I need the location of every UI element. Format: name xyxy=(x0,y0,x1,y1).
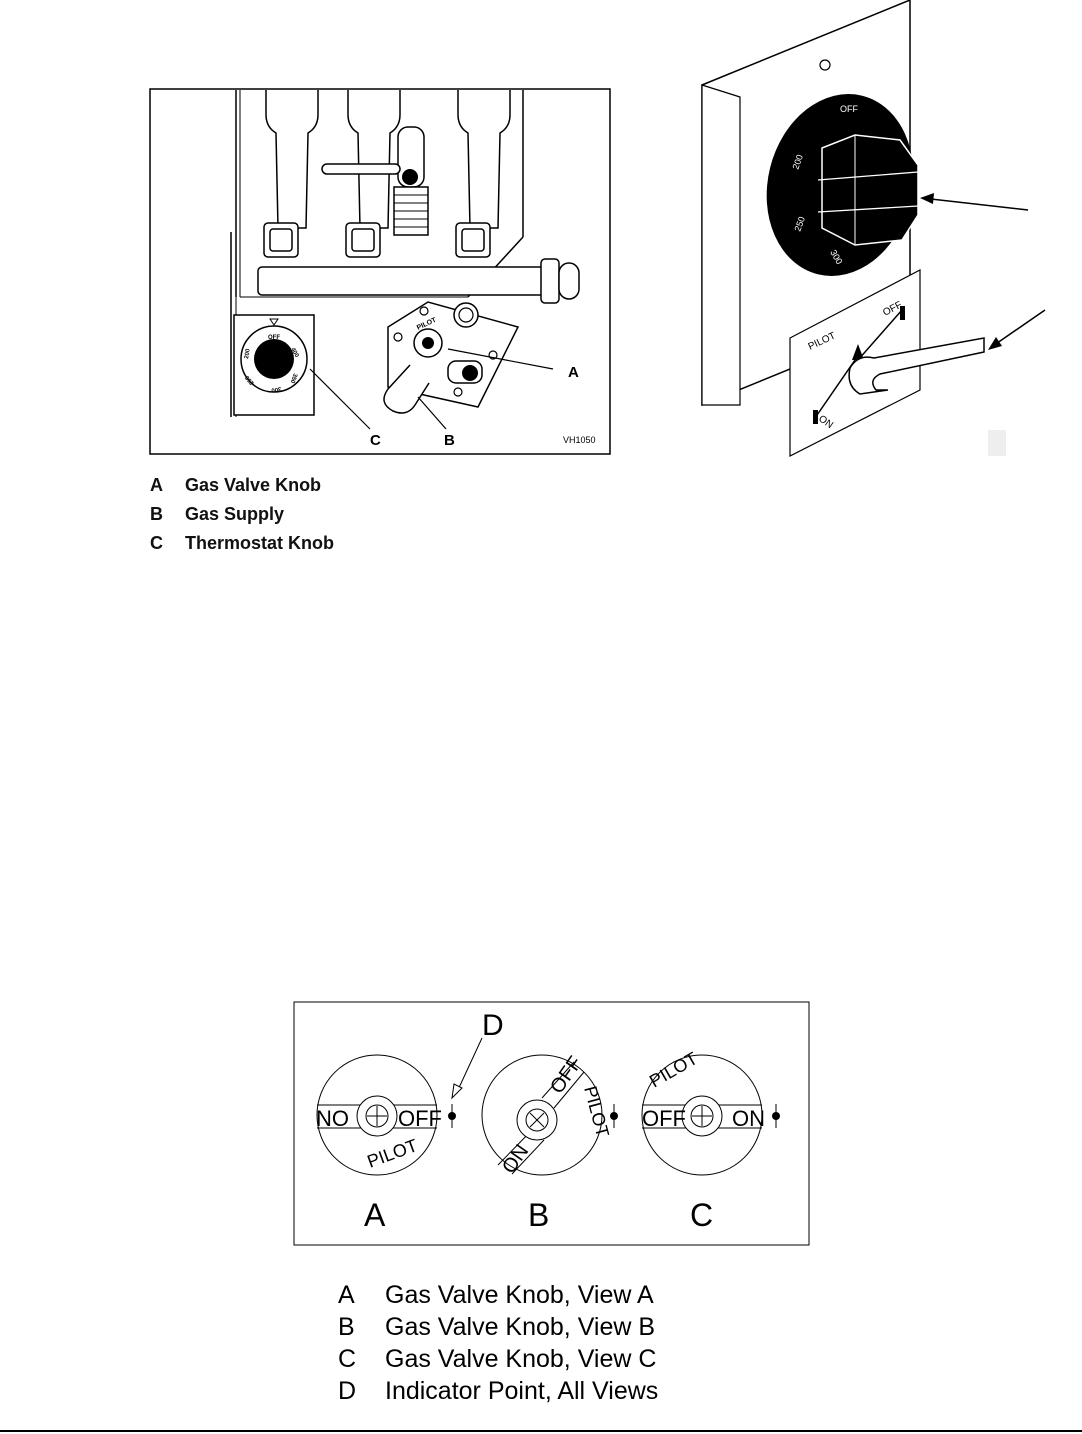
valve-knob-view-c: OFF ON PILOT C xyxy=(641,1048,780,1233)
dial2-off-label: OFF xyxy=(840,104,858,114)
figure-thermostat-panel: OFF 200 250 300 PILOT OFF ON xyxy=(701,0,1046,457)
page-bottom-rule xyxy=(0,1430,1082,1432)
legend1-key-b: B xyxy=(150,504,163,524)
legend1-key-a: A xyxy=(150,475,163,495)
legend2-text-b: Gas Valve Knob, View B xyxy=(385,1313,656,1341)
figure-burner-assembly: PILOT OFF 400 350 300 250 200 A C B VH10… xyxy=(149,88,611,455)
legend2-text-d: Indicator Point, All Views xyxy=(385,1377,659,1405)
dial2-250-label: 250 xyxy=(792,215,807,233)
view-c-off-label: OFF xyxy=(642,1106,686,1131)
view-a-letter: A xyxy=(364,1197,386,1233)
legend2-key-c: C xyxy=(338,1345,357,1373)
dial1-350-label: 350 xyxy=(288,372,297,384)
view-b-letter: B xyxy=(528,1197,549,1233)
dial1-250-label: 250 xyxy=(244,374,255,386)
dial2-200-label: 200 xyxy=(790,153,805,171)
legend2-text-c: Gas Valve Knob, View C xyxy=(385,1345,657,1373)
legend2-key-d: D xyxy=(338,1377,357,1405)
legend1-text-b: Gas Supply xyxy=(185,504,285,524)
legend1-text-c: Thermostat Knob xyxy=(185,533,335,553)
indicator-label-d: D xyxy=(482,1009,504,1042)
legend1-text-a: Gas Valve Knob xyxy=(185,475,322,495)
view-a-off-label: OFF xyxy=(398,1106,442,1131)
legend1-key-c: C xyxy=(150,533,163,553)
figure-code: VH1050 xyxy=(563,435,596,445)
view-a-left-label: NO xyxy=(316,1106,349,1131)
view-c-letter: C xyxy=(690,1197,713,1233)
legend2-key-a: A xyxy=(338,1281,355,1309)
figure-valve-knob-views: D NO OFF PILOT A ON OFF PILOT B xyxy=(293,1001,810,1246)
legend2-key-b: B xyxy=(338,1313,355,1341)
legend2-text-a: Gas Valve Knob, View A xyxy=(385,1281,654,1309)
callout-c: C xyxy=(370,432,381,449)
dial1-400-label: 400 xyxy=(289,347,300,359)
callout-a: A xyxy=(568,364,579,381)
dial1-300-label: 300 xyxy=(270,385,282,393)
view-c-on-label: ON xyxy=(732,1106,765,1131)
dial1-off-label: OFF xyxy=(268,335,280,341)
dial1-200-label: 200 xyxy=(244,348,252,360)
callout-b: B xyxy=(444,432,455,449)
